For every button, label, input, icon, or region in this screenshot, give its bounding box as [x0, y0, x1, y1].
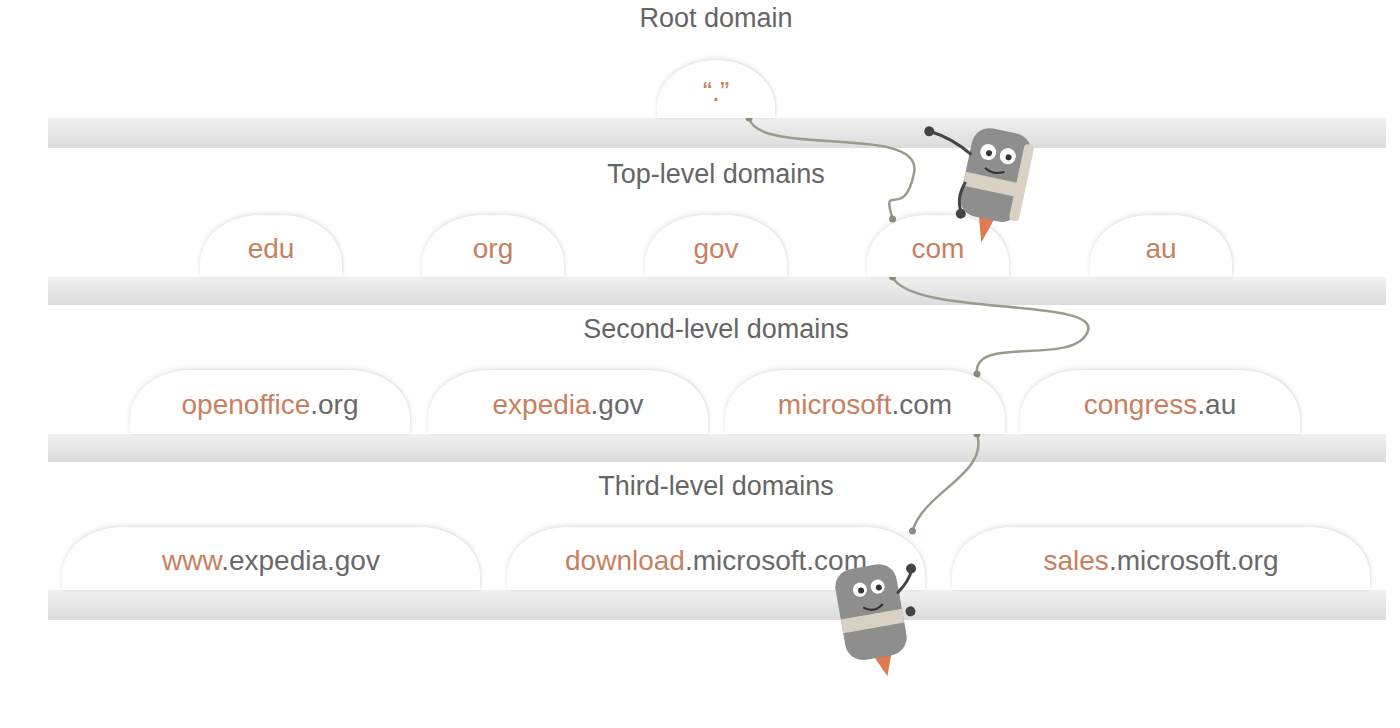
- domain-name: “.”: [703, 76, 729, 107]
- shelf-bar: [48, 590, 1386, 620]
- domain-name: www: [162, 545, 221, 576]
- level-heading: Third-level domains: [598, 470, 834, 502]
- domain-tab: expedia.gov: [428, 370, 708, 434]
- domain-suffix: .com: [891, 389, 952, 420]
- domain-text: expedia.gov: [492, 384, 643, 421]
- rope-knot: [909, 528, 916, 535]
- domain-text: www.expedia.gov: [162, 540, 380, 577]
- domain-name: org: [473, 233, 513, 264]
- domain-text: “.”: [703, 71, 729, 108]
- domain-name: com: [912, 233, 965, 264]
- rope-connector: [912, 434, 978, 531]
- domain-text: congress.au: [1084, 384, 1237, 421]
- domain-text: com: [912, 228, 965, 265]
- shelf-bar: [48, 434, 1386, 462]
- domain-tab: gov: [645, 215, 787, 277]
- level-heading: Second-level domains: [583, 313, 849, 345]
- domain-suffix: .microsoft.org: [1109, 545, 1279, 576]
- shelf-bar: [48, 277, 1386, 305]
- domain-name: sales: [1044, 545, 1109, 576]
- domain-tab: org: [422, 215, 564, 277]
- level-heading: Root domain: [639, 2, 792, 34]
- level-heading: Top-level domains: [607, 158, 825, 190]
- domain-text: microsoft.com: [778, 384, 952, 421]
- domain-suffix: .expedia.gov: [221, 545, 380, 576]
- domain-tab: openoffice.org: [130, 370, 410, 434]
- domain-text: au: [1145, 228, 1176, 265]
- domain-text: sales.microsoft.org: [1044, 540, 1279, 577]
- domain-name: microsoft: [778, 389, 892, 420]
- domain-name: edu: [248, 233, 295, 264]
- domain-tab: download.microsoft.com: [507, 527, 925, 590]
- domain-tab: “.”: [657, 60, 775, 118]
- domain-suffix: .au: [1197, 389, 1236, 420]
- domain-suffix: .microsoft.com: [685, 545, 867, 576]
- domain-name: expedia: [492, 389, 590, 420]
- domain-name: download: [565, 545, 685, 576]
- domain-name: openoffice: [182, 389, 311, 420]
- domain-tab: com: [867, 215, 1009, 277]
- domain-text: org: [473, 228, 513, 265]
- domain-name: gov: [693, 233, 738, 264]
- shelf-bar: [48, 118, 1386, 148]
- domain-text: openoffice.org: [182, 384, 359, 421]
- domain-tab: congress.au: [1020, 370, 1300, 434]
- rope-connector: [893, 277, 1089, 374]
- domain-tab: sales.microsoft.org: [952, 527, 1370, 590]
- domain-name: au: [1145, 233, 1176, 264]
- domain-suffix: .org: [310, 389, 358, 420]
- domain-suffix: .gov: [591, 389, 644, 420]
- domain-name: congress: [1084, 389, 1198, 420]
- domain-text: edu: [248, 228, 295, 265]
- domain-text: gov: [693, 228, 738, 265]
- domain-tab: www.expedia.gov: [62, 527, 480, 590]
- domain-tab: au: [1090, 215, 1232, 277]
- domain-text: download.microsoft.com: [565, 540, 867, 577]
- domain-tab: edu: [200, 215, 342, 277]
- domain-tab: microsoft.com: [725, 370, 1005, 434]
